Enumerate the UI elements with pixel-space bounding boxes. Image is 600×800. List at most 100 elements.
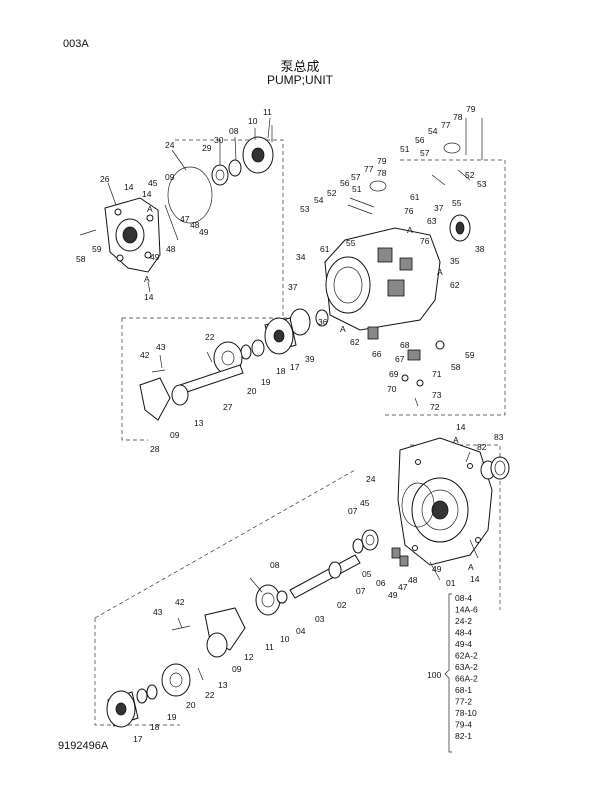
callout-03: 03 <box>315 614 325 624</box>
callout-48: 48 <box>190 220 200 230</box>
callout-61: 61 <box>410 192 420 202</box>
callout-24: 24 <box>165 140 175 150</box>
callout-52: 52 <box>465 170 475 180</box>
callout-83: 83 <box>494 432 504 442</box>
page-code: 003A <box>63 38 89 50</box>
callout-30: 30 <box>214 135 224 145</box>
callout-22: 22 <box>205 332 215 342</box>
callout-69: 69 <box>389 369 399 379</box>
callout-17: 17 <box>290 362 300 372</box>
callout-37: 37 <box>434 203 444 213</box>
callout-78: 78 <box>453 112 463 122</box>
callout-43b: 43 <box>153 607 163 617</box>
callout-29: 29 <box>202 143 212 153</box>
callout-79b: 79 <box>377 156 387 166</box>
kit-item: 49-4 <box>455 639 472 649</box>
callout-49d: 49 <box>432 564 442 574</box>
callout-54b: 54 <box>314 195 324 205</box>
callout-52b: 52 <box>327 188 337 198</box>
callout-48c: 48 <box>408 575 418 585</box>
callout-05: 05 <box>362 569 372 579</box>
callout-51: 51 <box>400 144 410 154</box>
drawing-number: 9192496A <box>58 740 109 752</box>
callout-22b: 22 <box>205 690 215 700</box>
callout-62b: 62 <box>350 337 360 347</box>
callout-14d: 14 <box>456 422 466 432</box>
callout-28: 28 <box>150 444 160 454</box>
callout-18: 18 <box>276 366 286 376</box>
callout-A5: A <box>340 324 346 334</box>
callout-48b: 48 <box>166 244 176 254</box>
callout-58b: 58 <box>451 362 461 372</box>
callout-34: 34 <box>296 252 306 262</box>
callout-A2: A <box>144 274 150 284</box>
kit-item: 08-4 <box>455 593 472 603</box>
callout-76b: 76 <box>420 236 430 246</box>
rotary-group-1 <box>139 317 297 421</box>
callout-70: 70 <box>387 384 397 394</box>
callout-45: 45 <box>148 178 158 188</box>
callout-27: 27 <box>223 402 233 412</box>
kit-item: 48-4 <box>455 628 472 638</box>
callout-labels: 11 10 08 30 29 24 09 26 14 45 14 47 48 4… <box>76 104 504 744</box>
callout-57: 57 <box>420 148 430 158</box>
main-housing-group <box>352 437 510 567</box>
callout-47: 47 <box>180 214 190 224</box>
callout-09b: 09 <box>170 430 180 440</box>
callout-59: 59 <box>92 244 102 254</box>
kit-item: 14A-6 <box>455 605 478 615</box>
callout-10: 10 <box>248 116 258 126</box>
callout-39: 39 <box>305 354 315 364</box>
callout-72: 72 <box>430 402 440 412</box>
callout-43: 43 <box>156 342 166 352</box>
callout-36: 36 <box>318 317 328 327</box>
kit-item: 66A-2 <box>455 674 478 684</box>
callout-38: 38 <box>475 244 485 254</box>
callout-47b: 47 <box>398 582 408 592</box>
callout-55: 55 <box>346 238 356 248</box>
callout-61b: 61 <box>320 244 330 254</box>
callout-57b: 57 <box>351 172 361 182</box>
kit-item: 77-2 <box>455 697 472 707</box>
callout-37b: 37 <box>288 282 298 292</box>
callout-12: 12 <box>244 652 254 662</box>
callout-02: 02 <box>337 600 347 610</box>
callout-56b: 56 <box>340 178 350 188</box>
kit-item: 62A-2 <box>455 651 478 661</box>
callout-14: 14 <box>124 182 134 192</box>
callout-26: 26 <box>100 174 110 184</box>
callout-63: 63 <box>427 216 437 226</box>
callout-13: 13 <box>194 418 204 428</box>
callout-62: 62 <box>450 280 460 290</box>
callout-71: 71 <box>432 369 442 379</box>
callout-04: 04 <box>296 626 306 636</box>
callout-77: 77 <box>441 120 451 130</box>
callout-53b: 53 <box>300 204 310 214</box>
callout-19: 19 <box>261 377 271 387</box>
kit-item: 24-2 <box>455 616 472 626</box>
callout-79: 79 <box>466 104 476 114</box>
callout-01: 01 <box>446 578 456 588</box>
callout-08: 08 <box>229 126 239 136</box>
callout-18b: 18 <box>150 722 160 732</box>
callout-A4: A <box>437 267 443 277</box>
callout-77b: 77 <box>364 164 374 174</box>
kit-item: 79-4 <box>455 720 472 730</box>
kit-label: 100 <box>427 670 441 680</box>
callout-68: 68 <box>400 340 410 350</box>
callout-20b: 20 <box>186 700 196 710</box>
callout-24b: 24 <box>366 474 376 484</box>
title-english: PUMP;UNIT <box>267 73 333 87</box>
callout-19b: 19 <box>167 712 177 722</box>
callout-78b: 78 <box>377 168 387 178</box>
callout-14c: 14 <box>144 292 154 302</box>
callout-10b: 10 <box>280 634 290 644</box>
callout-A6: A <box>453 435 459 445</box>
regulator-cover-group <box>79 125 274 293</box>
callout-13b: 13 <box>218 680 228 690</box>
callout-09: 09 <box>165 172 175 182</box>
callout-11b: 11 <box>265 642 274 652</box>
kit-item: 82-1 <box>455 731 472 741</box>
callout-14e: 14 <box>470 574 480 584</box>
